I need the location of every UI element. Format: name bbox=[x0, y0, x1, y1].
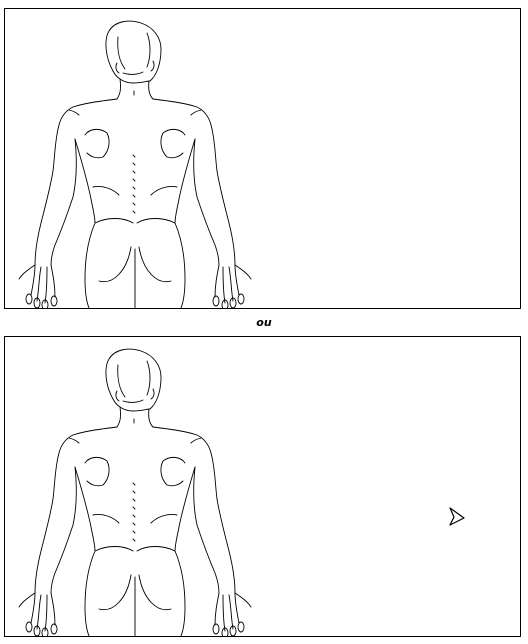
pointer-cursor-icon bbox=[449, 507, 465, 526]
body-diagram-panel-bottom[interactable] bbox=[4, 336, 521, 637]
body-back-figure bbox=[18, 348, 252, 636]
separator-label: ou bbox=[256, 316, 272, 329]
body-diagram-panel-top[interactable] bbox=[4, 8, 521, 309]
body-back-figure bbox=[18, 20, 252, 308]
